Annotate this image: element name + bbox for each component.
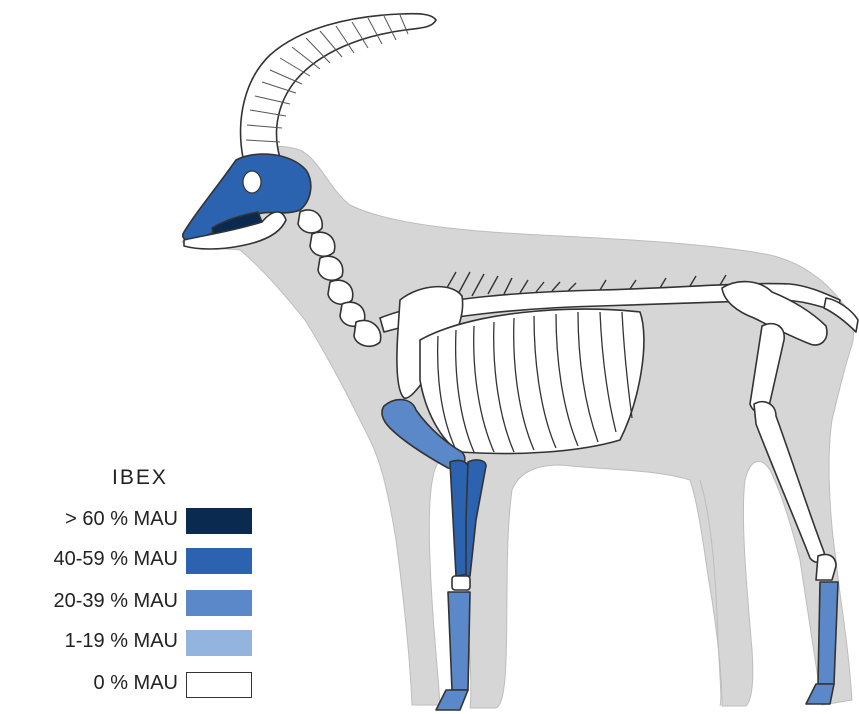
legend-swatch <box>186 548 252 574</box>
legend-swatch <box>186 590 252 616</box>
eye-orbit <box>243 171 261 193</box>
legend-item: 40-59 % MAU <box>0 546 260 576</box>
fore-phalanges <box>436 690 468 710</box>
legend-title: IBEX <box>112 466 168 490</box>
fore-metacarpal <box>448 592 470 690</box>
legend-swatch <box>186 672 252 698</box>
rib-cage <box>420 309 644 453</box>
horn <box>241 14 436 158</box>
legend-item: > 60 % MAU <box>0 506 260 536</box>
legend-label: 40-59 % MAU <box>54 548 179 571</box>
tarsal <box>816 554 836 580</box>
hind-phalanges <box>806 684 834 704</box>
hind-metatarsal <box>818 582 838 684</box>
legend-item: 20-39 % MAU <box>0 588 260 618</box>
legend-label: 0 % MAU <box>94 672 178 695</box>
carpal <box>452 576 470 590</box>
legend-label: 1-19 % MAU <box>65 630 178 653</box>
legend-item: 0 % MAU <box>0 670 260 700</box>
legend-label: > 60 % MAU <box>65 508 178 531</box>
legend-swatch <box>186 508 252 534</box>
legend-item: 1-19 % MAU <box>0 628 260 658</box>
legend-label: 20-39 % MAU <box>54 590 179 613</box>
legend-swatch <box>186 630 252 656</box>
